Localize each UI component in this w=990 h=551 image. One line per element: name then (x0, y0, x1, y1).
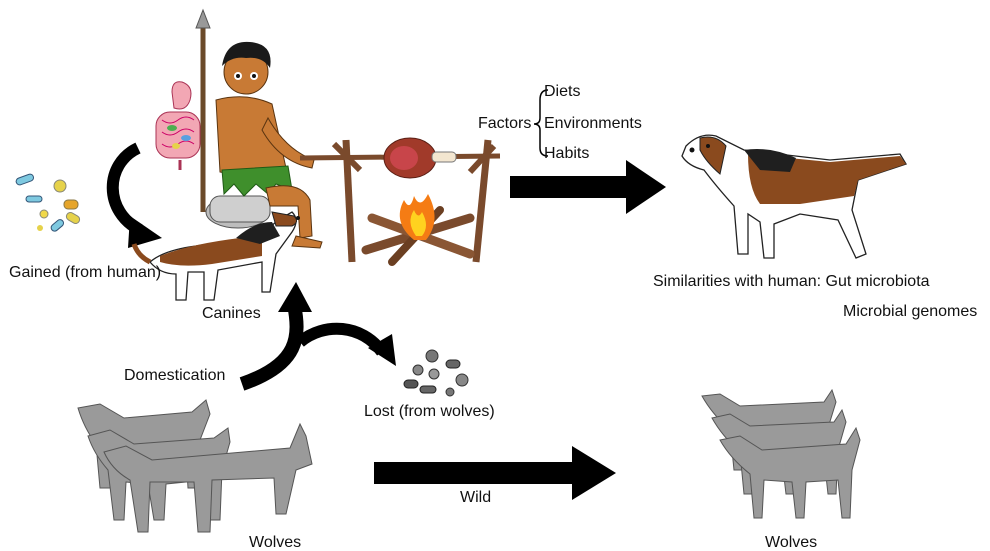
canine-dog-icon (134, 212, 300, 300)
wolves-right-label: Wolves (765, 535, 817, 551)
similarities-label: Similarities with human: Gut microbiota (653, 274, 930, 290)
domestication-label: Domestication (124, 368, 225, 384)
wolves-left-label: Wolves (249, 535, 301, 551)
boy-figure (206, 42, 322, 248)
factors-arrow (510, 160, 666, 214)
wild-label: Wild (460, 490, 491, 506)
intestine-icon (156, 82, 200, 170)
canines-label: Canines (202, 306, 261, 322)
beagle-dog-icon (682, 135, 906, 258)
wolves-right-icon (702, 390, 860, 518)
domestication-arrow (242, 282, 396, 384)
factors-label: Factors (478, 116, 531, 132)
lost-label: Lost (from wolves) (364, 404, 495, 420)
wolves-left-icon (78, 400, 312, 532)
diets-label: Diets (544, 84, 580, 100)
gained-label: Gained (from human) (9, 265, 161, 281)
campfire-icon (300, 138, 500, 262)
gained-curved-arrow (113, 148, 162, 248)
environments-label: Environments (544, 116, 642, 132)
wild-arrow (374, 446, 616, 500)
habits-label: Habits (544, 146, 589, 162)
spear-icon (196, 10, 210, 212)
lost-microbes-icon (404, 350, 468, 396)
microbial-genomes-label: Microbial genomes (843, 304, 977, 320)
gained-microbes-icon (15, 173, 81, 232)
